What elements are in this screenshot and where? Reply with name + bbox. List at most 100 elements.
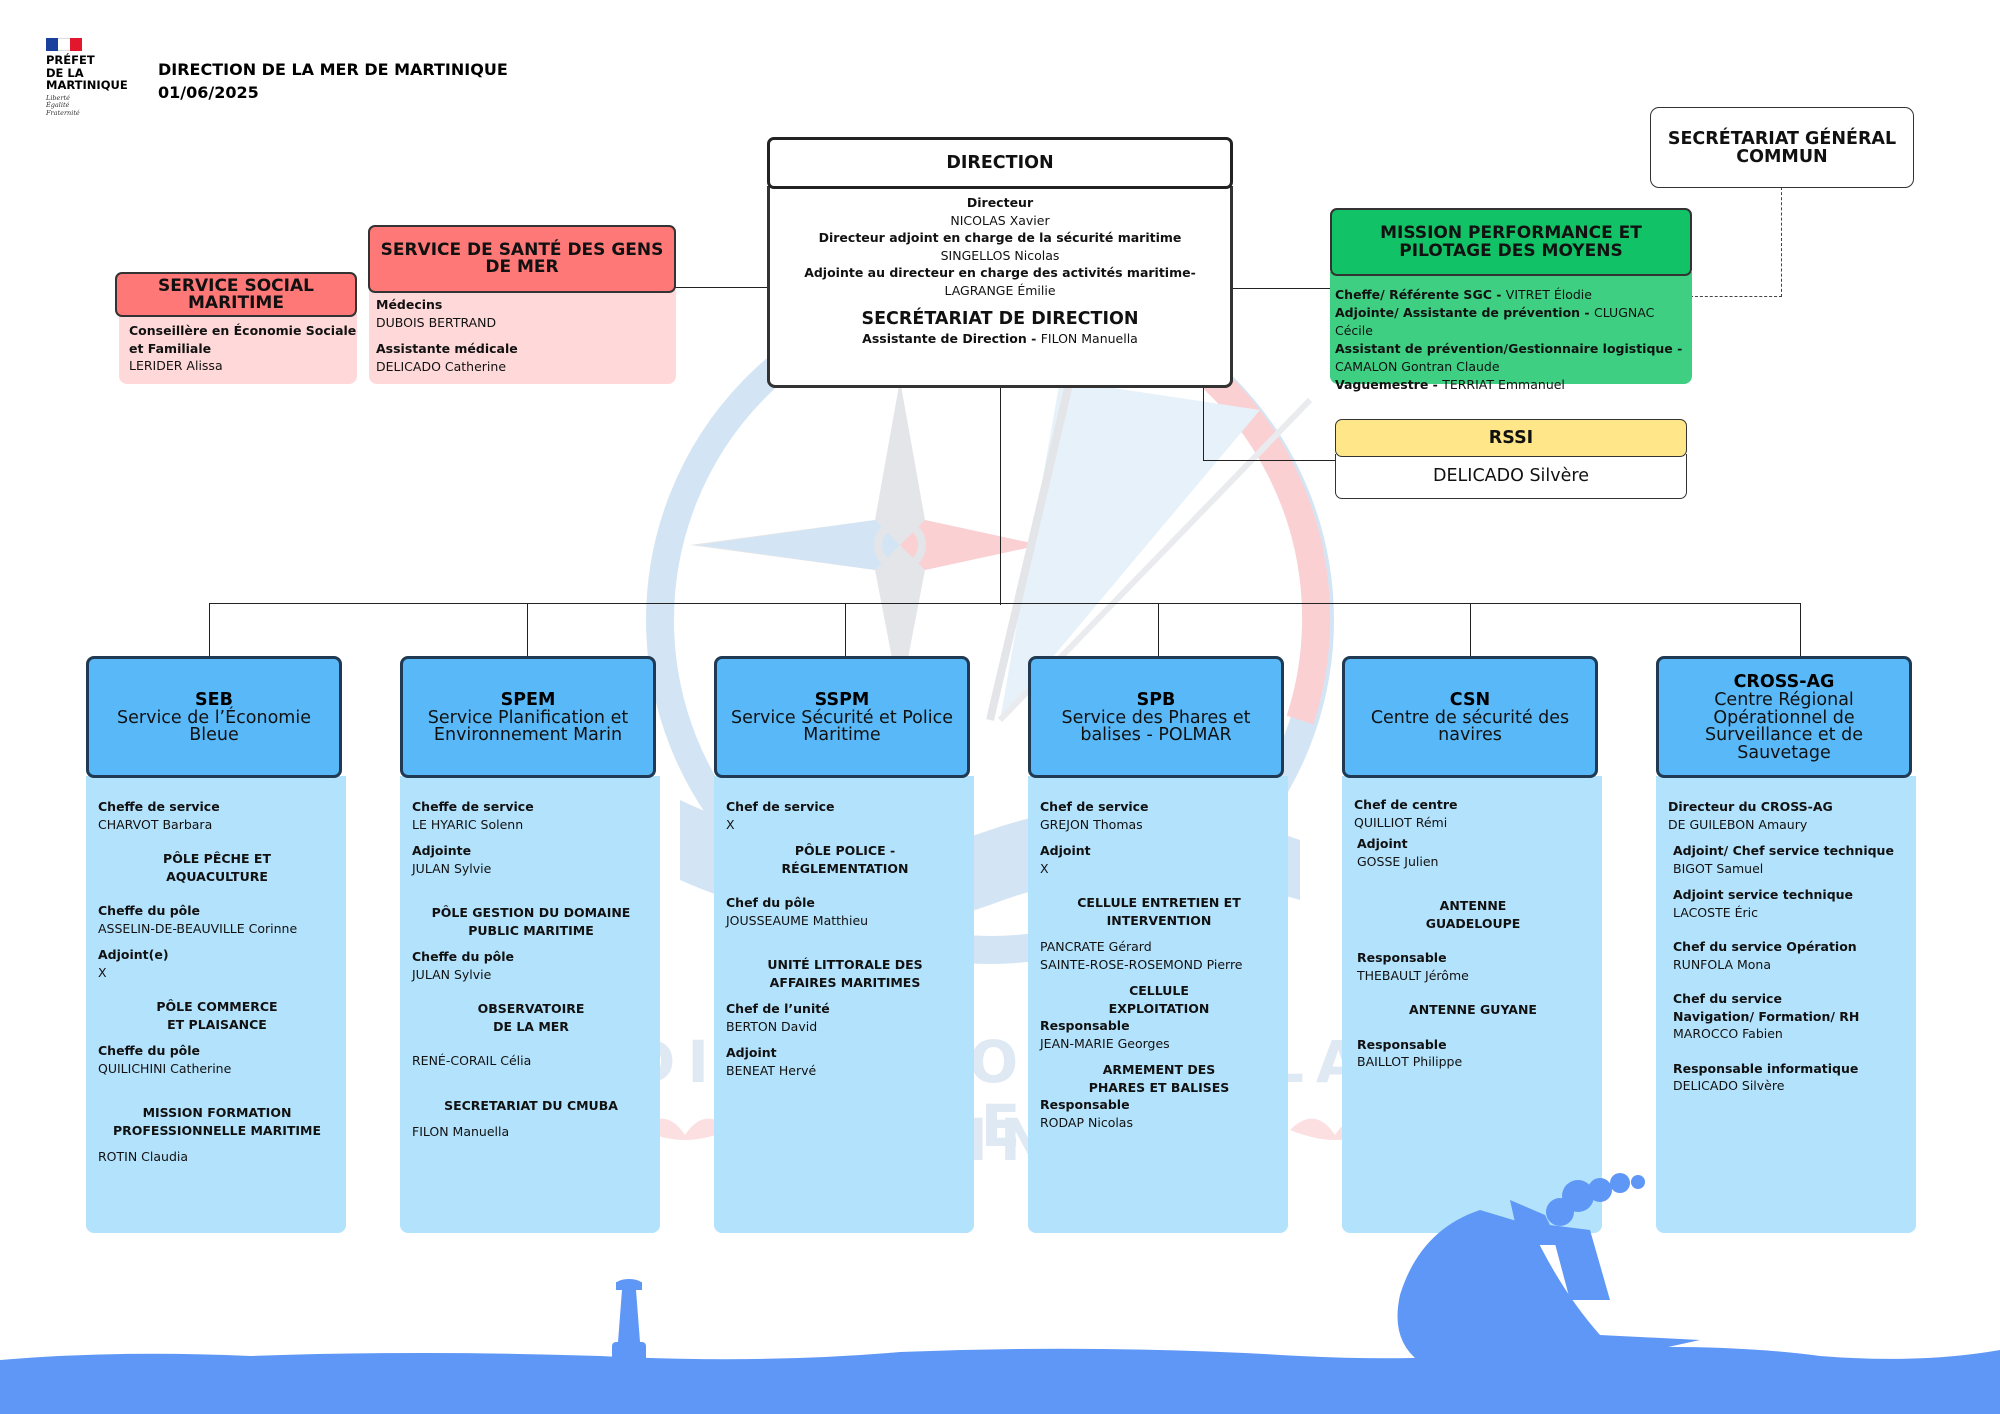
mission-title-box: MISSION PERFORMANCE ET PILOTAGE DES MOYE…	[1330, 208, 1692, 276]
spem-name-5: FILON Manuella	[412, 1124, 510, 1139]
mission-role-1: Cheffe/ Référente SGC -	[1335, 287, 1506, 302]
spb-role-6: Responsable	[1040, 1097, 1130, 1112]
compass-star-red	[900, 520, 1040, 570]
csn-name-1: QUILLIOT Rémi	[1354, 814, 1448, 830]
sspm-title-box: SSPM Service Sécurité et Police Maritime	[714, 656, 970, 778]
logo-motto-line-3: Fraternité	[46, 108, 80, 117]
seb-full-line-1: Service de l’Économie	[117, 707, 311, 728]
seb-pole-3-line-2: PROFESSIONNELLE MARITIME	[112, 1122, 322, 1138]
spem-full-line-2: Environnement Marin	[433, 725, 623, 745]
connector-services-bar	[209, 603, 1801, 604]
csn-full-line-1: Centre de sécurité des	[1370, 707, 1570, 728]
csn-pole-1-line-2: GUADELOUPE	[1425, 915, 1521, 931]
direction-name-2: SINGELLOS Nicolas	[940, 247, 1060, 263]
sante-role-1: Médecins	[376, 297, 443, 312]
sspm-name-1: X	[726, 816, 735, 832]
spb-name-5: JEAN-MARIE Georges	[1040, 1035, 1170, 1051]
sspm-role-4: Adjoint	[726, 1045, 777, 1060]
sante-role-2: Assistante médicale	[376, 341, 518, 356]
spb-full-line-2: balises - POLMAR	[1080, 725, 1232, 745]
spb-pole-1-line-1: CELLULE ENTRETIEN ET	[1077, 895, 1241, 910]
cross-role-2: Adjoint/ Chef service technique	[1673, 843, 1894, 858]
sspm-pole-2-line-2: AFFAIRES MARITIMES	[769, 974, 921, 990]
social-title-line-1: SERVICE SOCIAL	[158, 275, 314, 296]
cross-role-5-line-1: Chef du service	[1673, 991, 1782, 1006]
connector-sgc-vertical	[1781, 187, 1782, 297]
connector-rssi-vertical	[1203, 387, 1204, 461]
cross-name-2: BIGOT Samuel	[1673, 860, 1764, 876]
logo-motto-line-1: Liberté	[46, 93, 70, 102]
cross-role-4: Chef du service Opération	[1673, 939, 1857, 954]
connector-rssi-horizontal	[1203, 460, 1336, 461]
connector-spem	[527, 603, 528, 656]
sspm-pole-1-line-1: PÔLE POLICE -	[794, 843, 896, 858]
sspm-full-line-2: Maritime	[803, 725, 881, 745]
sante-title-line-2: DE MER	[485, 257, 559, 277]
connector-cross	[1800, 603, 1801, 656]
spb-name-4: SAINTE-ROSE-ROSEMOND Pierre	[1040, 956, 1243, 972]
sspm-code: SSPM	[814, 689, 870, 710]
cross-name-5: MAROCCO Fabien	[1673, 1026, 1783, 1041]
seb-name-4: QUILICHINI Catherine	[98, 1060, 232, 1076]
csn-pole-2: ANTENNE GUYANE	[1409, 1002, 1537, 1017]
sgc-box: SECRÉTARIAT GÉNÉRAL COMMUN	[1650, 107, 1914, 188]
logo-name-line-2: DE LA	[46, 65, 84, 80]
spb-role-5: Responsable	[1040, 1018, 1130, 1033]
spem-name-1: LE HYARIC Solenn	[412, 816, 524, 832]
secretariat-direction-title: SECRÉTARIAT DE DIRECTION	[861, 309, 1139, 329]
direction-role-2: Directeur adjoint en charge de la sécuri…	[818, 230, 1182, 245]
cross-name-1: DE GUILEBON Amaury	[1668, 816, 1808, 832]
spem-role-1: Cheffe de service	[412, 799, 534, 814]
connector-sspm	[845, 603, 846, 656]
secretariat-direction-role: Assistante de Direction -	[862, 331, 1041, 346]
cross-full-line-1: Centre Régional	[1714, 690, 1854, 710]
spem-code: SPEM	[500, 689, 556, 710]
mission-role-2: Adjointe/ Assistante de prévention -	[1335, 305, 1594, 320]
seb-pole-2-line-2: ET PLAISANCE	[167, 1016, 267, 1032]
mission-role-4: Vaguemestre -	[1335, 377, 1443, 392]
spb-pole-1-line-2: INTERVENTION	[1106, 912, 1212, 928]
seb-title-box: SEB Service de l’Économie Bleue	[86, 656, 342, 778]
mission-panel: Cheffe/ Référente SGC - VITRET Élodie Ad…	[1330, 272, 1692, 392]
spb-full-line-1: Service des Phares et	[1061, 707, 1251, 728]
sspm-name-3: BERTON David	[726, 1018, 818, 1034]
logo-name-line-1: PRÉFET	[46, 53, 95, 67]
rssi-title-box: RSSI	[1335, 419, 1687, 457]
spb-name-2: X	[1040, 860, 1049, 876]
sail-icon	[1000, 380, 1260, 720]
sspm-role-1: Chef de service	[726, 799, 835, 814]
spb-pole-2-line-2: EXPLOITATION	[1108, 1000, 1210, 1016]
social-panel: Conseillère en Économie Sociale et Famil…	[119, 314, 357, 384]
seb-pole-2-line-1: PÔLE COMMERCE	[156, 999, 278, 1014]
spb-role-1: Chef de service	[1040, 799, 1149, 814]
direction-role-3: Adjointe au directeur en charge des acti…	[804, 265, 1196, 280]
spem-name-2: JULAN Sylvie	[412, 860, 492, 876]
social-title-line-2: MARITIME	[188, 292, 284, 313]
seb-role-1: Cheffe de service	[98, 799, 220, 814]
cross-role-6: Responsable informatique	[1673, 1060, 1859, 1076]
sante-title-line-1: SERVICE DE SANTÉ DES GENS	[380, 240, 664, 260]
sspm-name-2: JOUSSEAUME Matthieu	[726, 912, 869, 928]
connector-csn	[1470, 603, 1471, 656]
csn-role-3: Responsable	[1357, 950, 1447, 965]
direction-name-1: NICOLAS Xavier	[950, 212, 1050, 228]
spem-pole-2-line-2: DE LA MER	[493, 1018, 569, 1034]
csn-name-3: THEBAULT Jérôme	[1357, 967, 1469, 983]
spb-role-2: Adjoint	[1040, 843, 1091, 858]
cross-role-5-line-2: Navigation/ Formation/ RH	[1673, 1008, 1860, 1024]
seb-role-2: Cheffe du pôle	[98, 903, 201, 918]
spb-title-box: SPB Service des Phares et balises - POLM…	[1028, 656, 1284, 778]
seb-name-1: CHARVOT Barbara	[98, 816, 213, 832]
spem-name-4: RENÉ-CORAIL Célia	[412, 1053, 532, 1068]
seb-name-5: ROTIN Claudia	[98, 1149, 189, 1164]
connector-spb	[1158, 603, 1159, 656]
spem-full-line-1: Service Planification et	[427, 707, 629, 728]
spem-role-2: Adjointe	[412, 843, 472, 858]
spb-pole-3-line-2: PHARES ET BALISES	[1088, 1079, 1230, 1095]
csn-code: CSN	[1449, 689, 1491, 710]
csn-pole-1-line-1: ANTENNE	[1439, 898, 1507, 913]
connector-direction-trunk	[1000, 387, 1001, 605]
seb-code: SEB	[195, 689, 233, 710]
connector-direction-mission	[1232, 288, 1332, 289]
sail-mast	[986, 379, 1074, 721]
